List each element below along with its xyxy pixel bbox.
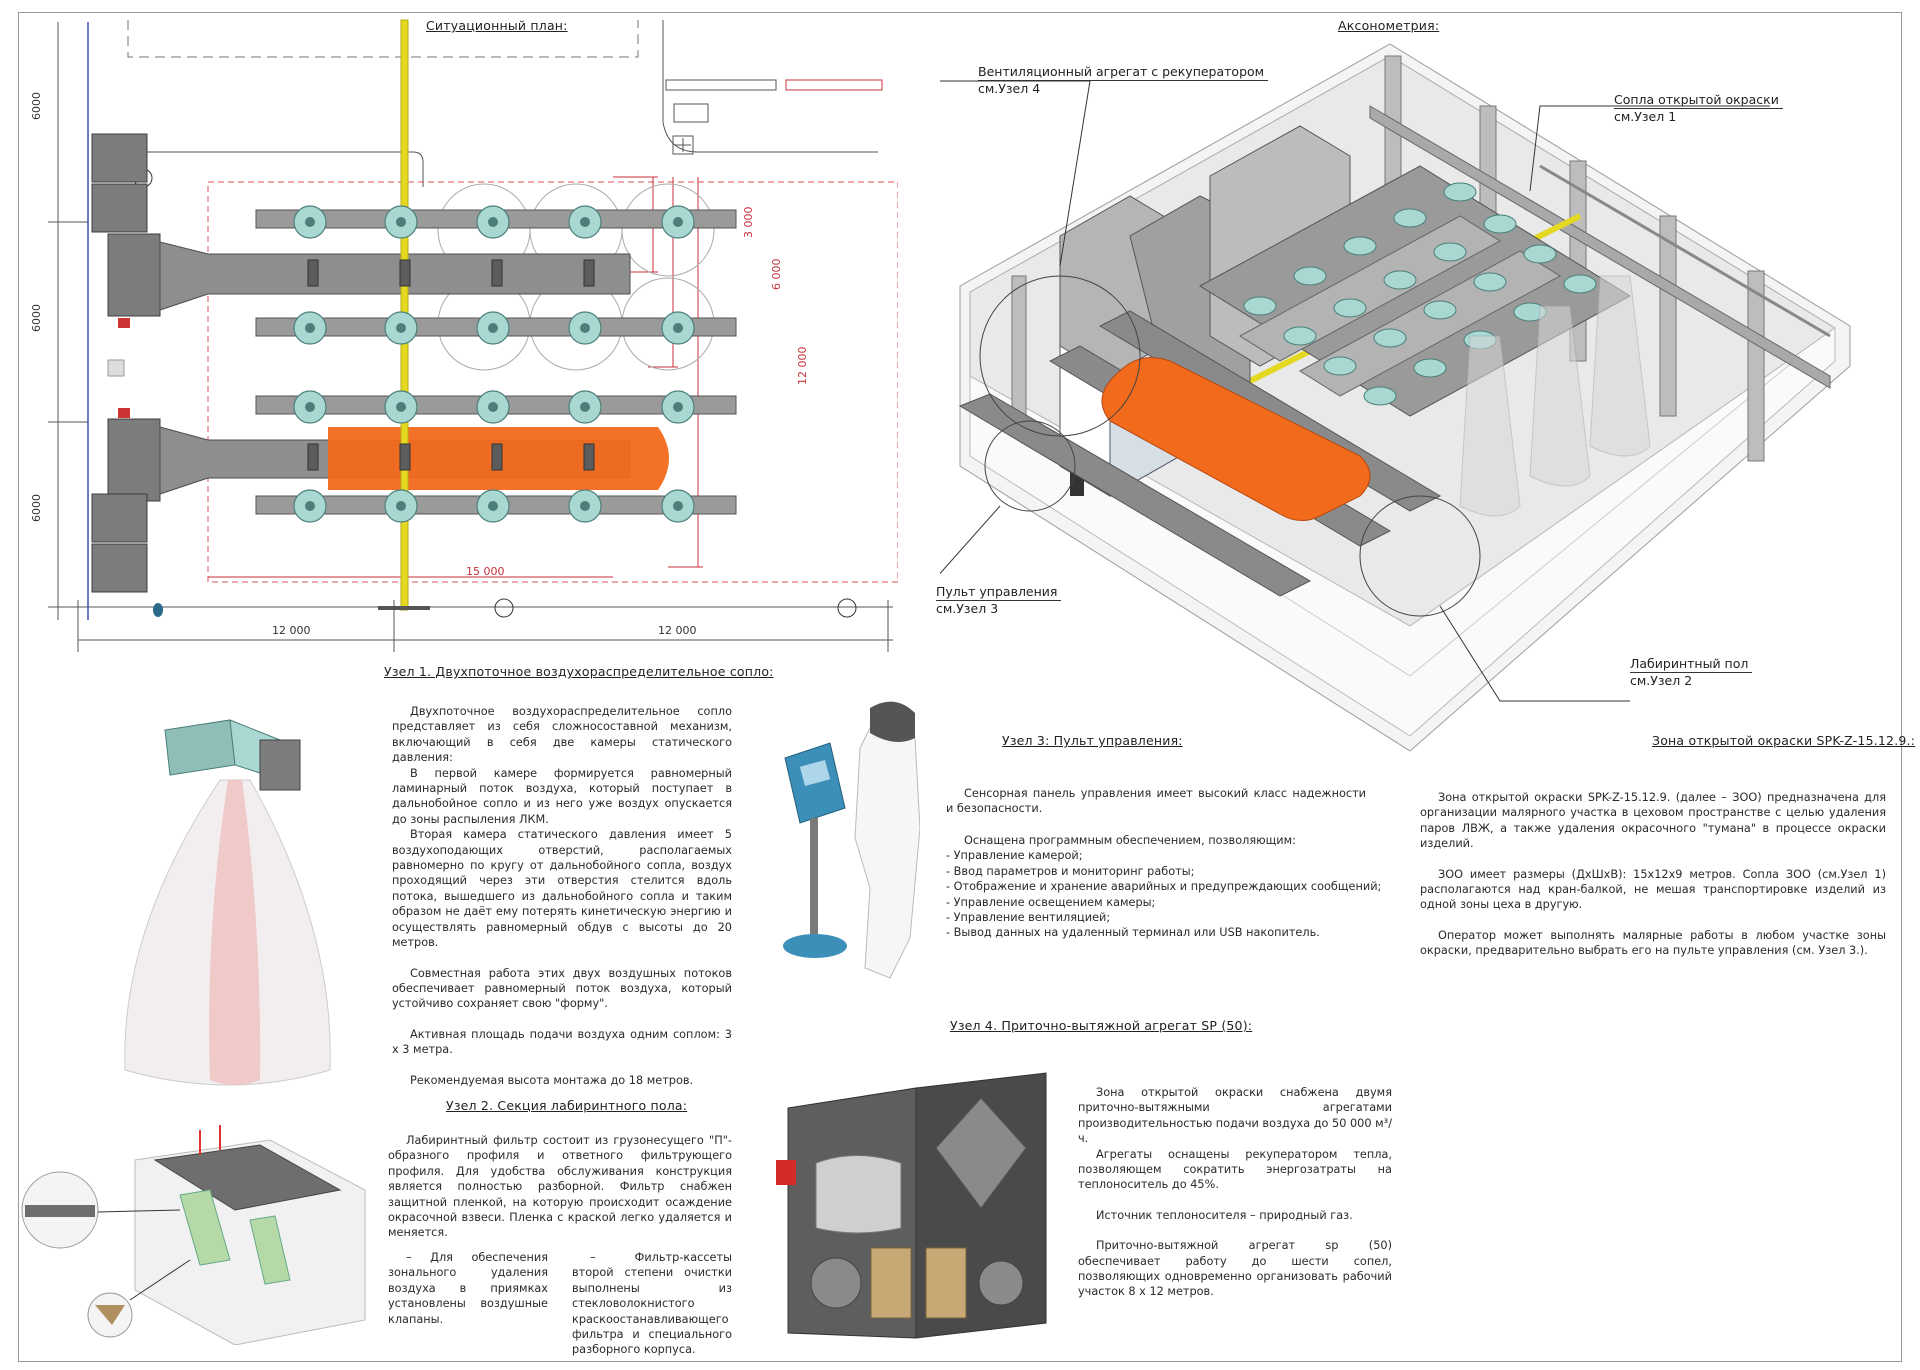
- dim-red-12000: 12 000: [796, 346, 809, 386]
- callout-ventilation-unit: Вентиляционный агрегат с рекуператором с…: [978, 64, 1269, 97]
- callout-nozzles-name: Сопла открытой окраски: [1614, 92, 1783, 109]
- node2-title: Узел 2. Секция лабиринтного пола:: [446, 1098, 688, 1113]
- dim-left-2: 6000: [30, 304, 43, 332]
- node2-col1-text: – Для обеспечения зонального удаления во…: [388, 1251, 548, 1326]
- node1-paragraph: Рекомендуемая высота монтажа до 18 метро…: [410, 1073, 694, 1087]
- dim-bottom-1: 12 000: [272, 624, 311, 637]
- node2-col2-text: – Фильтр-кассеты второй степени очистки …: [572, 1251, 732, 1357]
- dim-left-1: 6000: [30, 92, 43, 120]
- node1-title: Узел 1. Двухпоточное воздухораспределите…: [384, 664, 774, 679]
- node1-paragraph: Совместная работа этих двух воздушных по…: [392, 966, 732, 1011]
- dim-red-6000: 6 000: [770, 258, 783, 291]
- control-panel-illustration: [783, 701, 920, 979]
- zone-paragraph: Зона открытой окраски SPK-Z-15.12.9. (да…: [1420, 791, 1886, 851]
- callout-labyrinth-floor: Лабиринтный пол см.Узел 2: [1630, 656, 1753, 689]
- dim-left-3: 6000: [30, 494, 43, 522]
- node3-intro-text: Сенсорная панель управления имеет высоки…: [946, 787, 1366, 816]
- nozzle-illustration: [124, 719, 331, 1086]
- sheet-frame: [18, 12, 1902, 1362]
- zone-paragraph: ЗОО имеет размеры (ДхШхВ): 15х12х9 метро…: [1420, 867, 1886, 912]
- node4-paragraph: Источник теплоносителя – природный газ.: [1096, 1208, 1353, 1222]
- plan-bench-red: [785, 79, 883, 91]
- plan-wall-line: [662, 20, 878, 153]
- node3-intro: Сенсорная панель управления имеет высоки…: [946, 786, 1366, 817]
- node3-list-item: - Управление освещением камеры;: [946, 895, 1156, 909]
- node4-paragraph: Зона открытой окраски снабжена двумя при…: [1078, 1086, 1392, 1146]
- zone-paragraph: Оператор может выполнять малярные работы…: [1420, 928, 1886, 958]
- node4-title: Узел 4. Приточно-вытяжной агрегат SP (50…: [950, 1018, 1253, 1033]
- node3-list: Оснащена программным обеспечением, позво…: [946, 833, 1381, 941]
- callout-labyrinth-floor-ref: см.Узел 2: [1630, 673, 1693, 688]
- node4-text: Зона открытой окраски снабжена двумя при…: [1078, 1085, 1392, 1300]
- node2-col1: – Для обеспечения зонального удаления во…: [388, 1250, 548, 1327]
- node1-paragraph: Активная площадь подачи воздуха одним со…: [392, 1027, 732, 1057]
- callout-control-panel-name: Пульт управления: [936, 584, 1062, 601]
- callout-ventilation-unit-name: Вентиляционный агрегат с рекуператором: [978, 64, 1269, 81]
- air-handling-unit-illustration: [776, 1072, 1047, 1339]
- zone-text: Зона открытой окраски SPK-Z-15.12.9. (да…: [1420, 790, 1886, 959]
- node2-paragraph: Лабиринтный фильтр состоит из грузонесущ…: [388, 1134, 732, 1240]
- node3-title: Узел 3: Пульт управления:: [1002, 733, 1183, 748]
- plan-title: Ситуационный план:: [426, 18, 568, 33]
- node1-text: Двухпоточное воздухораспределительное со…: [392, 704, 732, 1088]
- node3-list-item: - Ввод параметров и мониторинг работы;: [946, 864, 1195, 878]
- dim-red-3000: 3 000: [742, 206, 755, 239]
- node1-paragraph: В первой камере формируется равномерный …: [392, 766, 732, 826]
- plan-dashed-outline-top: [127, 20, 639, 58]
- node3-list-item: - Управление камерой;: [946, 849, 1083, 863]
- zone-title: Зона открытой окраски SPK-Z-15.12.9.:: [1652, 733, 1916, 748]
- node3-list-item: - Отображение и хранение аварийных и пре…: [946, 880, 1382, 894]
- callout-nozzles: Сопла открытой окраски см.Узел 1: [1614, 92, 1783, 125]
- node2-text: Лабиринтный фильтр состоит из грузонесущ…: [388, 1133, 732, 1241]
- callout-labyrinth-floor-name: Лабиринтный пол: [1630, 656, 1753, 673]
- callout-ventilation-unit-ref: см.Узел 4: [978, 81, 1041, 96]
- dim-bottom-2: 12 000: [658, 624, 697, 637]
- node3-equipped: Оснащена программным обеспечением, позво…: [964, 834, 1296, 847]
- node1-paragraph: Вторая камера статического давления имее…: [392, 828, 732, 950]
- node4-paragraph: Приточно-вытяжной агрегат sp (50) обеспе…: [1078, 1239, 1392, 1299]
- node2-col2: – Фильтр-кассеты второй степени очистки …: [572, 1250, 732, 1358]
- situation-plan-drawing: [48, 19, 898, 652]
- plan-bench: [665, 79, 777, 91]
- callout-control-panel-ref: см.Узел 3: [936, 601, 999, 616]
- labyrinth-floor-illustration: [21, 1125, 366, 1345]
- node3-list-item: - Вывод данных на удаленный терминал или…: [946, 926, 1320, 940]
- callout-nozzles-ref: см.Узел 1: [1614, 109, 1677, 124]
- node3-list-item: - Управление вентиляцией;: [946, 911, 1111, 925]
- axonometry-drawing: [940, 43, 1851, 752]
- callout-control-panel: Пульт управления см.Узел 3: [936, 584, 1062, 617]
- node1-paragraph: Двухпоточное воздухораспределительное со…: [392, 705, 732, 765]
- node4-paragraph: Агрегаты оснащены рекуператором тепла, п…: [1078, 1147, 1392, 1192]
- axo-title: Аксонометрия:: [1338, 18, 1440, 33]
- dim-red-15000: 15 000: [466, 565, 505, 578]
